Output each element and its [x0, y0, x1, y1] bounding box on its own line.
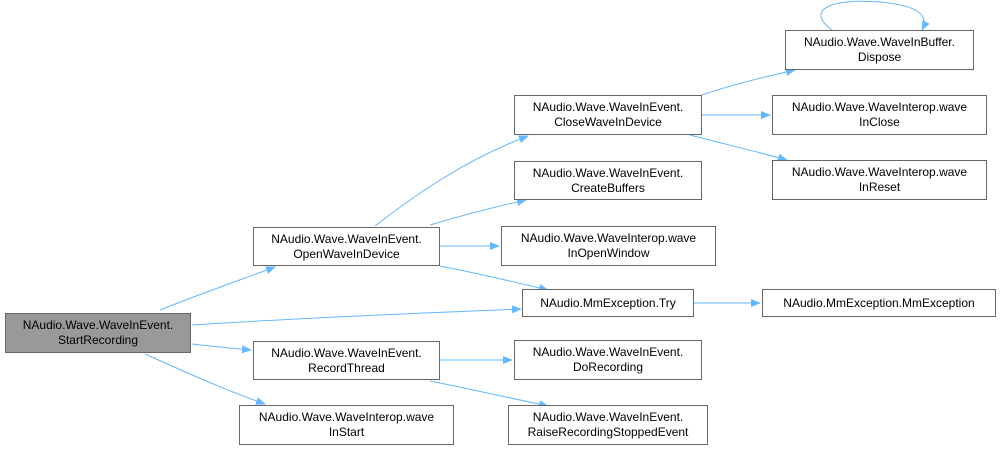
node-do-recording-line1: NAudio.Wave.WaveInEvent. [532, 345, 684, 359]
node-close-wave-in-device-line1: NAudio.Wave.WaveInEvent. [532, 100, 684, 114]
node-start-recording-line2: StartRecording [57, 333, 139, 347]
node-open-wave-in-device-line2: OpenWaveInDevice [293, 246, 400, 261]
node-do-recording[interactable]: NAudio.Wave.WaveInEvent.DoRecording [514, 340, 702, 380]
edge-start-recording-to-wave-in-start [144, 353, 266, 405]
node-wave-in-open-window-line2: InOpenWindow [567, 246, 650, 260]
node-create-buffers-line1: NAudio.Wave.WaveInEvent. [532, 165, 684, 180]
edge-start-recording-to-mm-exception-try [191, 305, 522, 326]
edge-wave-in-buffer-dispose-to-wave-in-buffer-dispose [820, 0, 930, 31]
node-raise-recording-stopped-event-line1: NAudio.Wave.WaveInEvent. [532, 410, 684, 424]
node-close-wave-in-device[interactable]: NAudio.Wave.WaveInEvent.CloseWaveInDevic… [514, 95, 702, 135]
edge-open-wave-in-device-to-create-buffers [429, 198, 527, 226]
edge-close-wave-in-device-to-wave-in-reset [689, 134, 788, 162]
edge-open-wave-in-device-to-mm-exception-try [439, 265, 549, 292]
node-mm-exception-try-line1: NAudio.MmException.Try [540, 295, 676, 310]
node-record-thread[interactable]: NAudio.Wave.WaveInEvent.RecordThread [253, 341, 440, 380]
edge-close-wave-in-device-to-wave-in-buffer-dispose [701, 68, 796, 96]
node-wave-in-reset-line1: NAudio.Wave.WaveInterop.wave [791, 165, 968, 179]
node-raise-recording-stopped-event-line2: RaiseRecordingStoppedEvent [527, 425, 689, 439]
node-record-thread-line1: NAudio.Wave.WaveInEvent. [271, 345, 422, 360]
node-do-recording-line2: DoRecording [572, 360, 644, 374]
node-raise-recording-stopped-event[interactable]: NAudio.Wave.WaveInEvent.RaiseRecordingSt… [508, 405, 708, 445]
node-wave-in-buffer-dispose[interactable]: NAudio.Wave.WaveInBuffer.Dispose [785, 30, 974, 70]
edge-open-wave-in-device-to-close-wave-in-device [374, 135, 529, 227]
node-create-buffers-line2: CreateBuffers [571, 180, 645, 195]
node-mm-exception-try[interactable]: NAudio.MmException.Try [522, 289, 694, 317]
node-wave-in-start-line2: InStart [328, 425, 365, 439]
node-wave-in-start-line1: NAudio.Wave.WaveInterop.wave [258, 410, 435, 424]
node-open-wave-in-device[interactable]: NAudio.Wave.WaveInEvent.OpenWaveInDevice [253, 227, 440, 266]
node-mm-exception-ctor-line1: NAudio.MmException.MmException [783, 295, 975, 310]
node-wave-in-open-window-line1: NAudio.Wave.WaveInterop.wave [520, 231, 697, 245]
node-start-recording: NAudio.Wave.WaveInEvent.StartRecording [5, 313, 191, 353]
node-open-wave-in-device-line1: NAudio.Wave.WaveInEvent. [271, 231, 422, 246]
edge-start-recording-to-open-wave-in-device [159, 266, 276, 311]
node-wave-in-buffer-dispose-line1: NAudio.Wave.WaveInBuffer. [804, 35, 955, 49]
edge-start-recording-to-record-thread [191, 343, 252, 354]
edge-record-thread-to-raise-recording-stopped-event [429, 380, 549, 409]
node-wave-in-buffer-dispose-line2: Dispose [857, 50, 902, 64]
node-wave-in-close-line1: NAudio.Wave.WaveInterop.wave [791, 100, 968, 114]
node-record-thread-line2: RecordThread [308, 360, 385, 375]
node-create-buffers[interactable]: NAudio.Wave.WaveInEvent.CreateBuffers [514, 161, 702, 200]
node-mm-exception-ctor[interactable]: NAudio.MmException.MmException [762, 289, 996, 317]
node-wave-in-reset-line2: InReset [858, 180, 901, 194]
node-start-recording-line1: NAudio.Wave.WaveInEvent. [22, 318, 174, 332]
node-wave-in-close-line2: InClose [859, 115, 900, 129]
node-close-wave-in-device-line2: CloseWaveInDevice [554, 115, 662, 129]
